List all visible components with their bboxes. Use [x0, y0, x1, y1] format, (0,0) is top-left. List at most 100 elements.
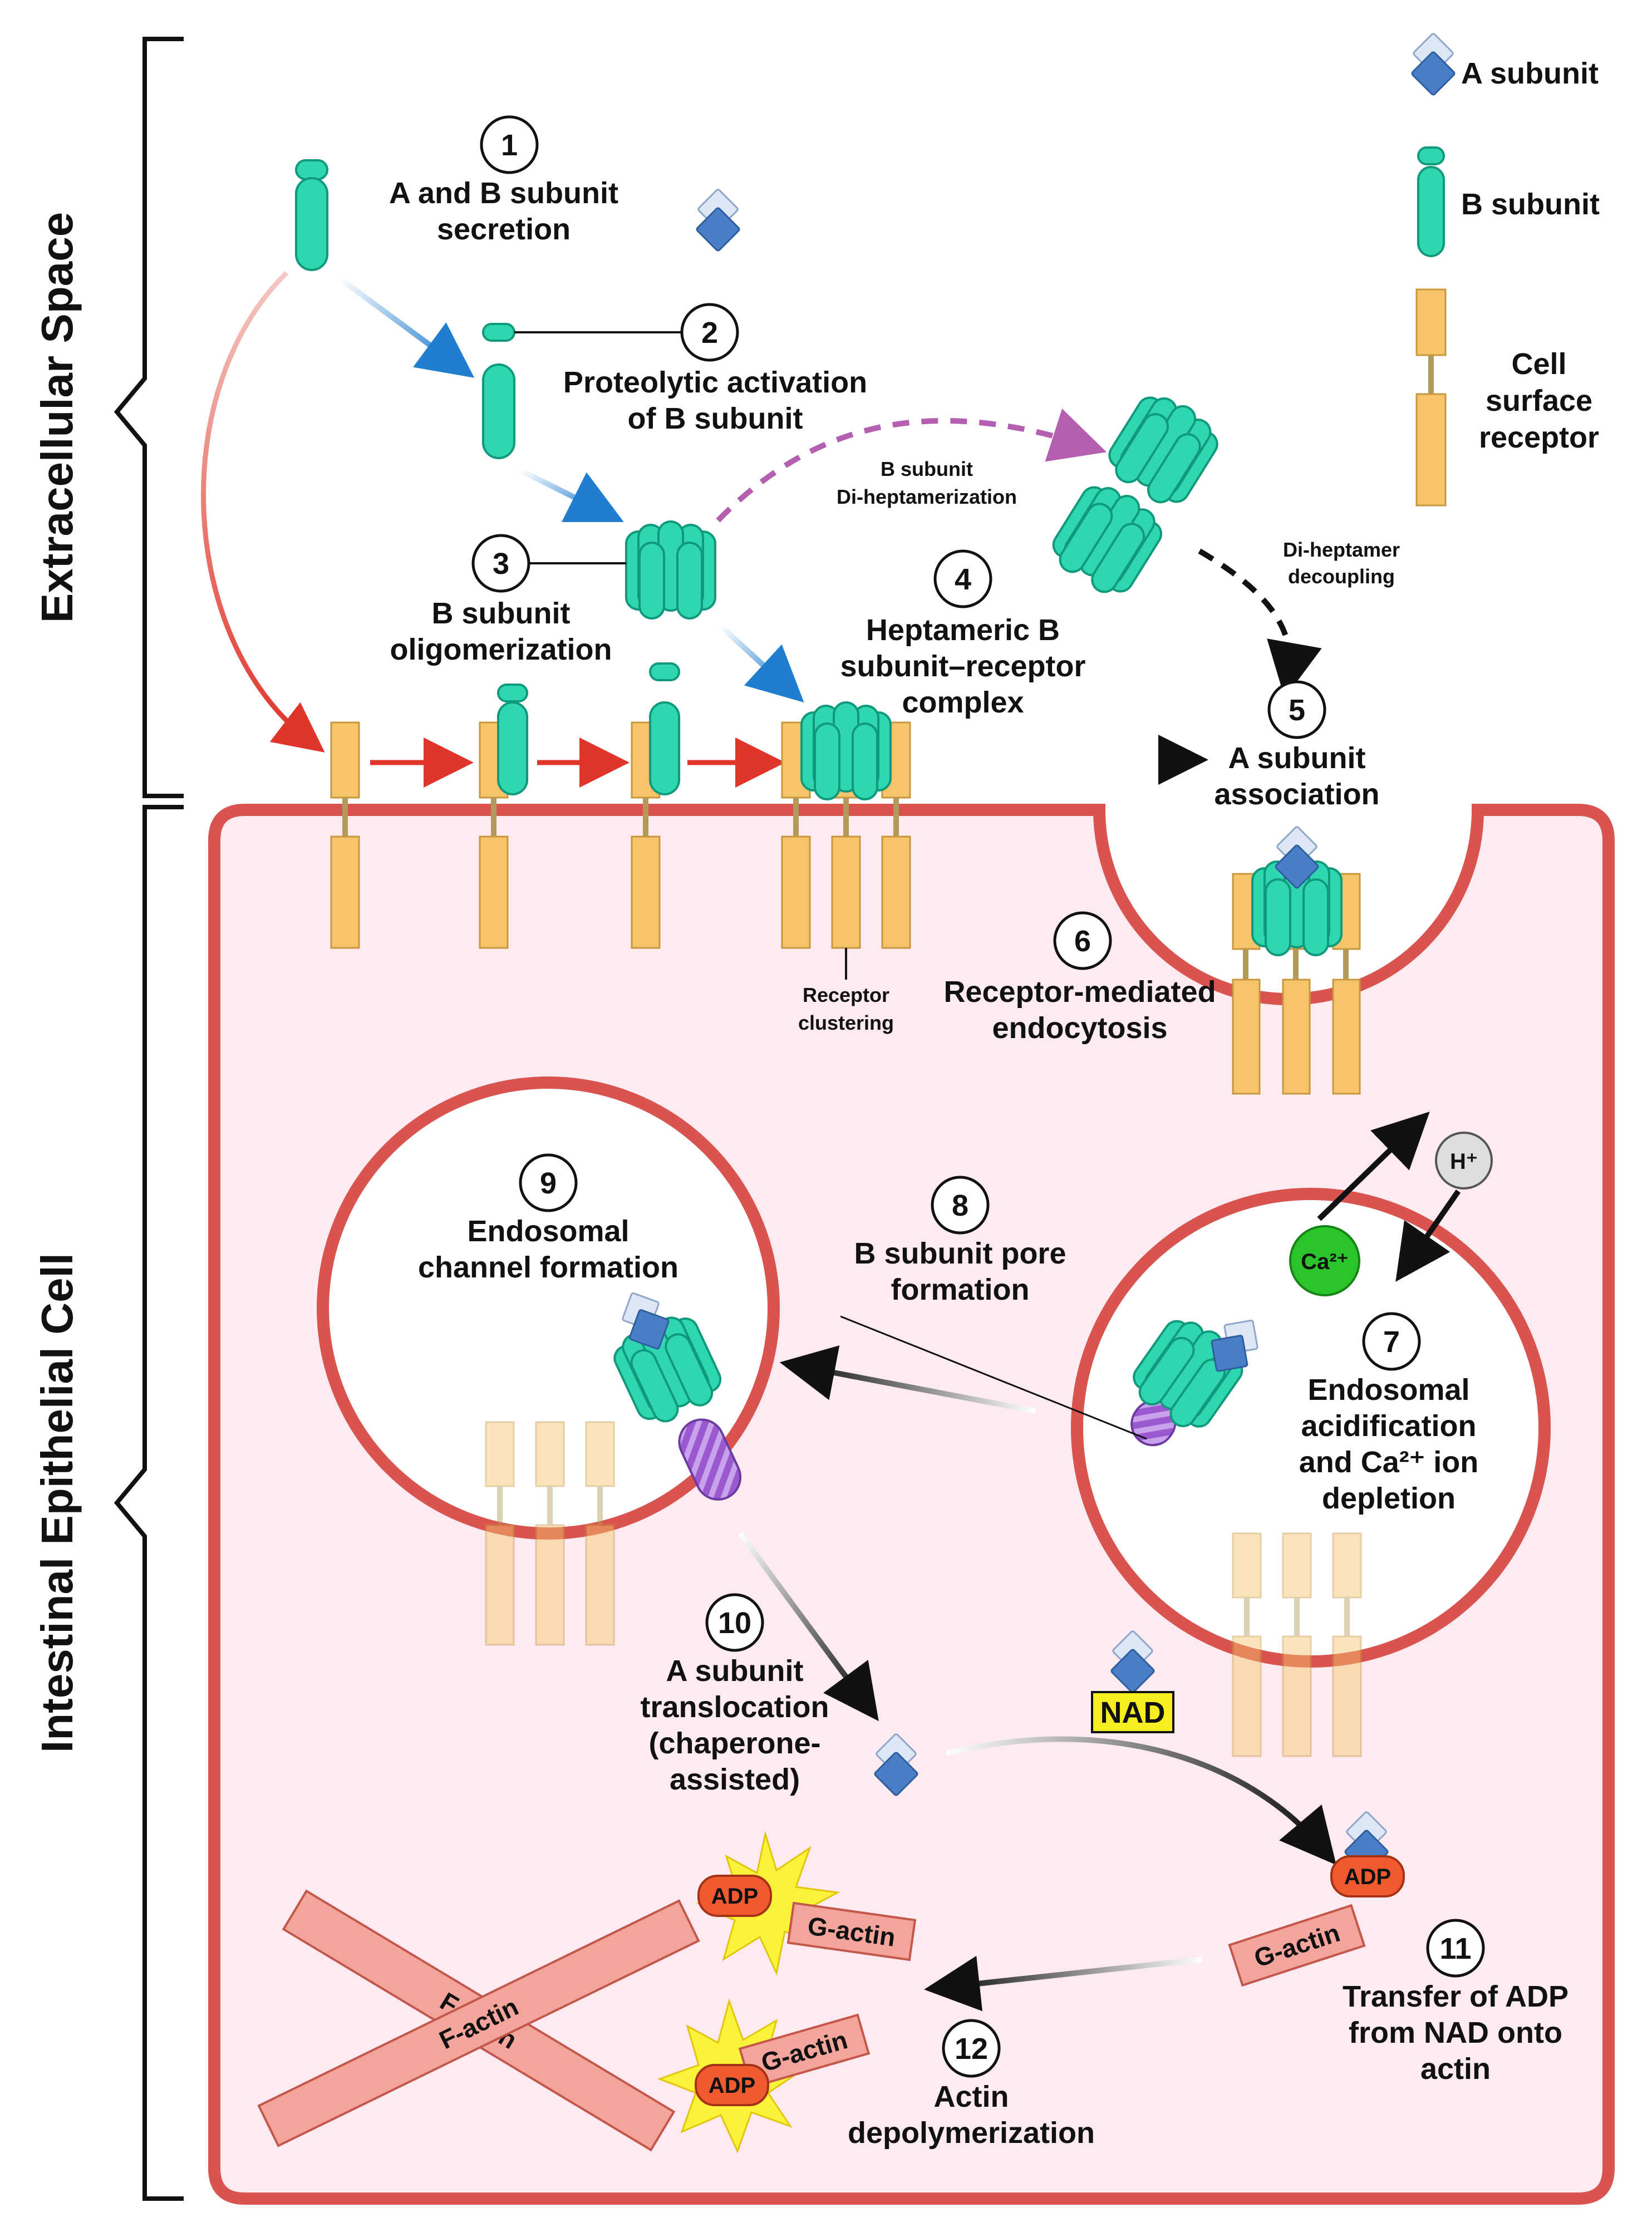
step-3: 3 B subunit oligomerization [390, 534, 612, 666]
decoupling-line-2: decoupling [1288, 565, 1395, 588]
step-1-line-1: A and B subunit [389, 176, 618, 210]
blue-arrow-1 [338, 276, 475, 378]
legend-receptor-line-1: Cell [1511, 347, 1566, 381]
g-actin-1: G-actin [786, 1901, 917, 1961]
secreted-a-subunit [695, 188, 741, 253]
step-6-line-1: Receptor-mediated [943, 975, 1216, 1009]
step-8-number: 8 [952, 1189, 968, 1222]
step-12-circle [942, 2019, 1001, 2078]
endosome-acidification [1071, 1188, 1551, 1668]
step-7-line-1: Endosomal [1307, 1373, 1469, 1407]
step-9: 9 Endosomal channel formation [418, 1153, 678, 1284]
step-1: 1 A and B subunit secretion [389, 115, 618, 246]
step-12-line-1: Actin [934, 2080, 1009, 2113]
step-7-circle [1362, 1312, 1421, 1371]
step-3-number: 3 [493, 547, 509, 581]
proton-influx-arrow [1395, 1189, 1461, 1282]
step-8-leader [840, 1315, 1147, 1440]
step-8-line-1: B subunit pore [854, 1237, 1066, 1270]
step-10-number: 10 [718, 1606, 751, 1640]
diheptamerization-line-2: Di-heptamerization [837, 485, 1017, 508]
adp-modified: ADP [1330, 1855, 1405, 1897]
translocation-arrow [738, 1532, 879, 1722]
receptor-3-with-b [631, 662, 680, 949]
calcium-ion: Ca²⁺ [1289, 1225, 1360, 1296]
step-8: 8 B subunit pore formation [854, 1176, 1066, 1306]
step-10-line-2: translocation [640, 1690, 829, 1724]
step-5-line-1: A subunit [1228, 741, 1366, 775]
extracellular-space-label: Extracellular Space [32, 212, 82, 623]
decoupling-arrow [1198, 548, 1322, 699]
legend-b-subunit-icon [1417, 146, 1445, 257]
adp-modified-label: ADP [1344, 1865, 1391, 1889]
ribosylation-arrow [945, 1736, 1336, 1865]
step-11-number: 11 [1439, 1932, 1471, 1965]
secreted-b-subunit [295, 159, 328, 271]
step-9-circle [519, 1153, 578, 1212]
step-4-circle [933, 549, 992, 608]
step-1-circle [480, 115, 539, 174]
step-10-line-3: (chaperone- [648, 1727, 820, 1760]
step-4-line-2: subunit–receptor [840, 650, 1085, 683]
intestinal-epithelial-cell-label: Intestinal Epithelial Cell [32, 1253, 82, 1753]
step-11-circle [1426, 1919, 1485, 1978]
step-4-number: 4 [955, 563, 971, 596]
step-5-number: 5 [1289, 694, 1305, 727]
step-9-line-1: Endosomal [467, 1215, 629, 1248]
calcium-label: Ca²⁺ [1301, 1250, 1349, 1274]
decoupling-line-1: Di-heptamer [1283, 538, 1400, 561]
membrane-channel-complex [605, 1282, 742, 1501]
step-5-circle [1267, 680, 1326, 739]
step-4: 4 Heptameric B subunit–receptor complex [840, 549, 1086, 719]
step-5: 5 A subunit association [1214, 680, 1380, 811]
step-12: 12 Actin depolymerization [848, 2019, 1095, 2150]
step-7-number: 7 [1383, 1325, 1400, 1359]
step-10-circle [705, 1593, 764, 1652]
legend-receptor-line-3: receptor [1479, 421, 1599, 454]
proton-ion: H⁺ [1435, 1132, 1493, 1189]
step-8-line-2: formation [891, 1273, 1030, 1306]
step-3-circle [471, 534, 530, 593]
step-2: 2 Proteolytic activation of B subunit [563, 303, 867, 435]
depolymerization-arrow [924, 1955, 1203, 2012]
receptor-cluster [781, 701, 911, 949]
adp-2-label: ADP [709, 2073, 755, 2098]
endosome-9-receptors [485, 1421, 615, 1646]
diheptamerization-line-1: B subunit [881, 458, 973, 480]
step-7-line-4: depletion [1322, 1482, 1456, 1515]
extracellular-bracket [114, 37, 184, 798]
clustering-line-1: Receptor [803, 984, 889, 1006]
cleaved-b-subunit [482, 323, 515, 459]
step-4-line-3: complex [902, 686, 1024, 719]
legend: A subunit B subunit Cell surface recepto… [1410, 32, 1600, 507]
step-6: 6 Receptor-mediated endocytosis [943, 911, 1216, 1045]
nad-label: NAD [1100, 1696, 1166, 1729]
legend-b-subunit-label: B subunit [1461, 188, 1600, 221]
step-6-line-2: endocytosis [992, 1011, 1167, 1045]
step-9-number: 9 [540, 1167, 557, 1200]
step-6-number: 6 [1074, 925, 1091, 958]
legend-a-subunit-icon [1410, 32, 1457, 97]
red-curved-arrow [201, 271, 325, 753]
blue-arrow-2 [519, 468, 624, 522]
step-1-number: 1 [501, 129, 518, 162]
step-2-circle [680, 303, 739, 362]
b-subunit-di-heptamer [1043, 383, 1228, 605]
step-12-line-2: depolymerization [848, 2116, 1095, 2150]
step-11: 11 Transfer of ADP from NAD onto actin [1343, 1919, 1569, 2086]
step-6-circle [1053, 911, 1112, 970]
adp-1-label: ADP [711, 1884, 758, 1909]
step-7-line-3: and Ca²⁺ ion [1299, 1446, 1479, 1479]
b-subunit-heptamer [625, 520, 716, 620]
step-4-line-1: Heptameric B [866, 613, 1060, 647]
legend-receptor-icon [1415, 288, 1447, 507]
arrow-to-channel [779, 1345, 1036, 1414]
step-2-line-1: Proteolytic activation [563, 366, 867, 399]
step-8-circle [931, 1176, 990, 1235]
step-2-line-2: of B subunit [628, 402, 803, 435]
clustering-line-2: clustering [798, 1011, 894, 1034]
receptor-1 [330, 721, 360, 949]
step-9-line-2: channel formation [418, 1251, 678, 1284]
step-11-line-3: actin [1420, 2052, 1491, 2086]
